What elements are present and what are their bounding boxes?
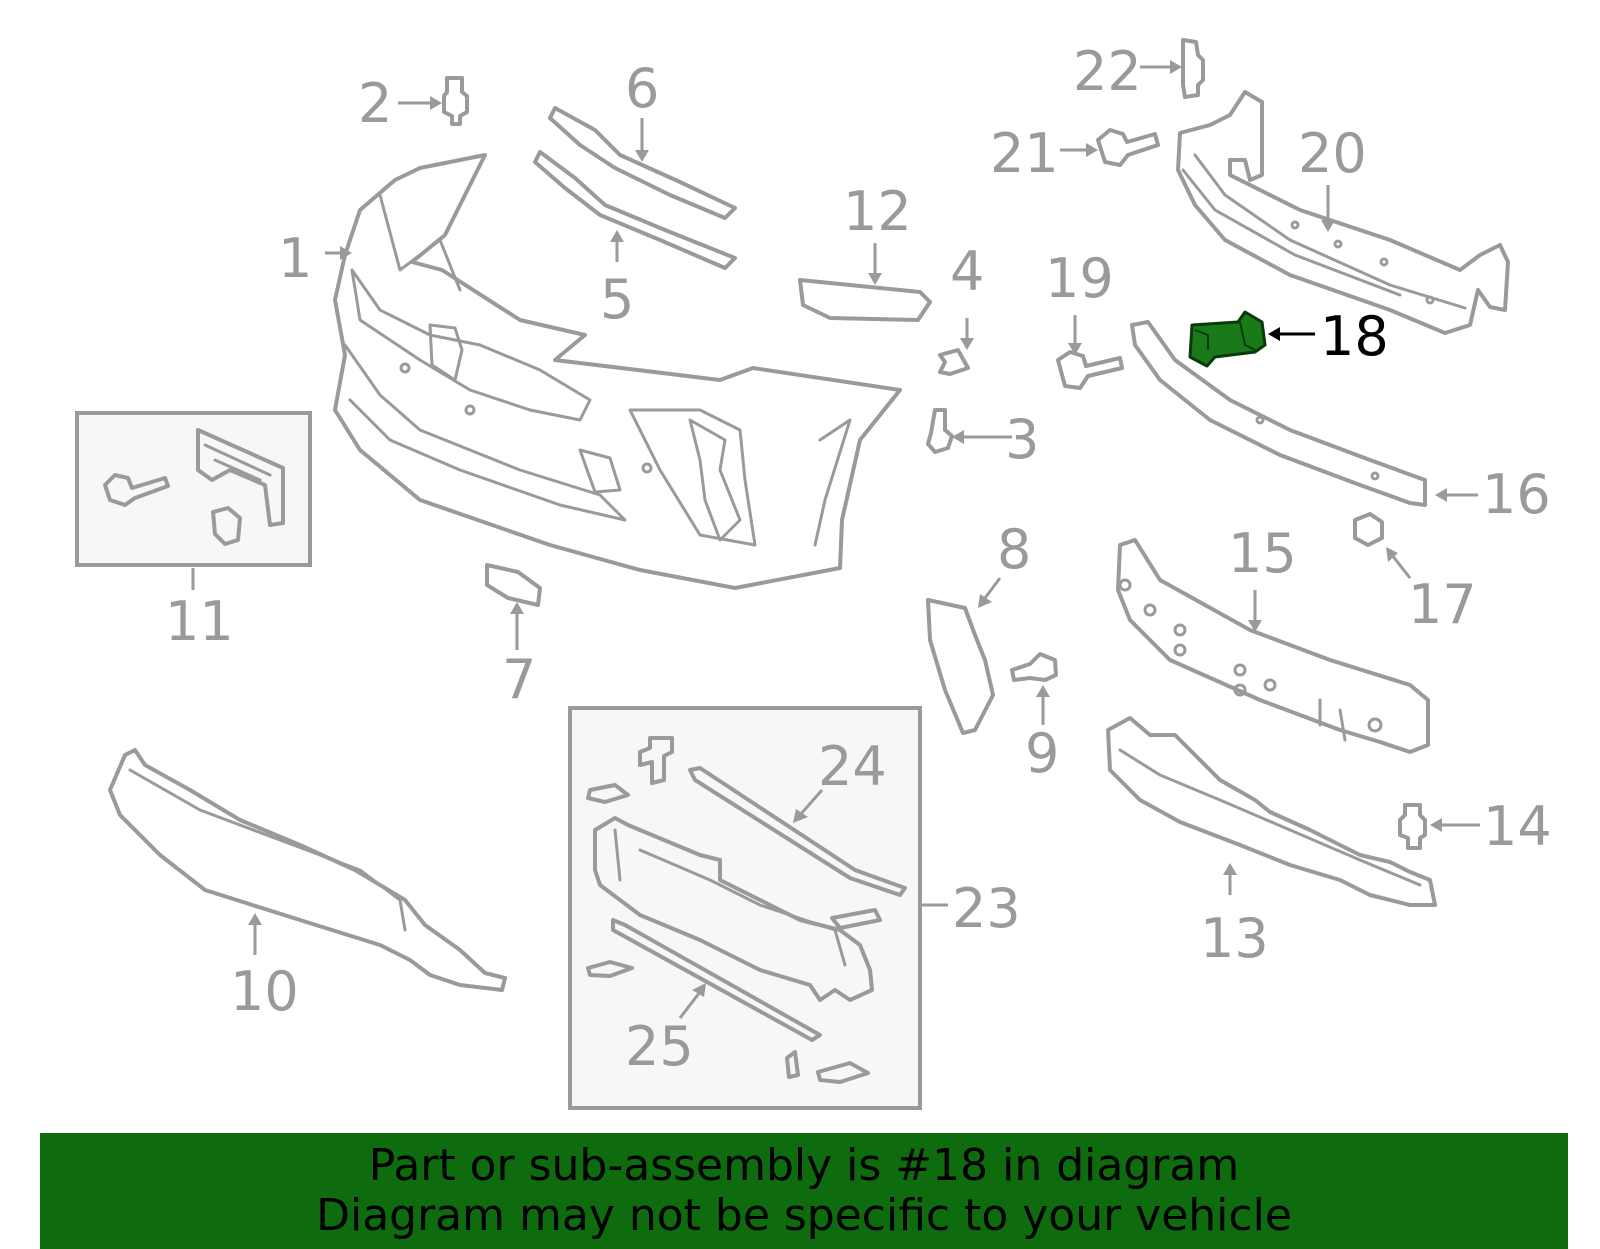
callout-4: 4 (950, 240, 984, 303)
callout-labels: 1 2 3 4 5 6 7 8 9 10 11 12 13 14 15 16 1… (165, 40, 1552, 1078)
banner-line-disclaimer: Diagram may not be specific to your vehi… (316, 1190, 1292, 1241)
part-13-lower-absorber (1106, 716, 1437, 907)
callout-2: 2 (358, 72, 392, 135)
part-23-inset (568, 706, 922, 1110)
callout-9: 9 (1025, 722, 1059, 785)
part-18-bracket-highlighted (1188, 310, 1267, 368)
part-9-screw (1010, 652, 1058, 682)
part-4-clip (938, 348, 970, 376)
callout-13: 13 (1200, 907, 1269, 970)
part-11-inset (75, 411, 312, 567)
part-12-trim (798, 278, 932, 322)
callout-18: 18 (1320, 305, 1389, 368)
part-16-bar (1130, 320, 1427, 507)
part-10-lower-grille (108, 748, 507, 992)
callout-10: 10 (230, 960, 299, 1023)
part-6-molding-upper (548, 106, 737, 220)
part-20-reinforcement (1176, 90, 1510, 335)
part-3-clip (926, 408, 954, 454)
callout-17: 17 (1408, 573, 1477, 636)
part-19-bolt (1056, 350, 1124, 390)
part-5-molding-lower (533, 150, 737, 270)
callout-15: 15 (1228, 522, 1297, 585)
callout-8: 8 (997, 518, 1031, 581)
callout-5: 5 (600, 268, 634, 331)
callout-21: 21 (990, 122, 1059, 185)
callout-1: 1 (278, 227, 312, 290)
callout-23: 23 (952, 877, 1021, 940)
part-14-clip (1398, 803, 1427, 850)
callout-22: 22 (1073, 40, 1142, 103)
banner-line-part: Part or sub-assembly is #18 in diagram (368, 1140, 1240, 1191)
part-8-bracket (926, 598, 995, 735)
part-21-bolt (1096, 128, 1160, 167)
info-banner: Part or sub-assembly is #18 in diagram D… (40, 1133, 1568, 1249)
callout-24: 24 (818, 735, 887, 798)
part-22-clip (1181, 38, 1205, 99)
callout-16: 16 (1482, 463, 1551, 526)
part-2-clip (442, 76, 469, 126)
part-17-nut (1353, 512, 1384, 547)
part-15-absorber (1116, 538, 1430, 754)
callout-6: 6 (625, 57, 659, 120)
callout-14: 14 (1483, 795, 1552, 858)
callout-3: 3 (1005, 408, 1039, 471)
callout-12: 12 (843, 180, 912, 243)
callout-11: 11 (165, 590, 234, 653)
leader-lines (191, 60, 1480, 1019)
callout-7: 7 (502, 648, 536, 711)
callout-25: 25 (625, 1015, 694, 1078)
callout-19: 19 (1045, 247, 1114, 310)
part-1-bumper-cover (333, 153, 902, 590)
part-7-cover (485, 563, 542, 607)
callout-20: 20 (1298, 122, 1367, 185)
